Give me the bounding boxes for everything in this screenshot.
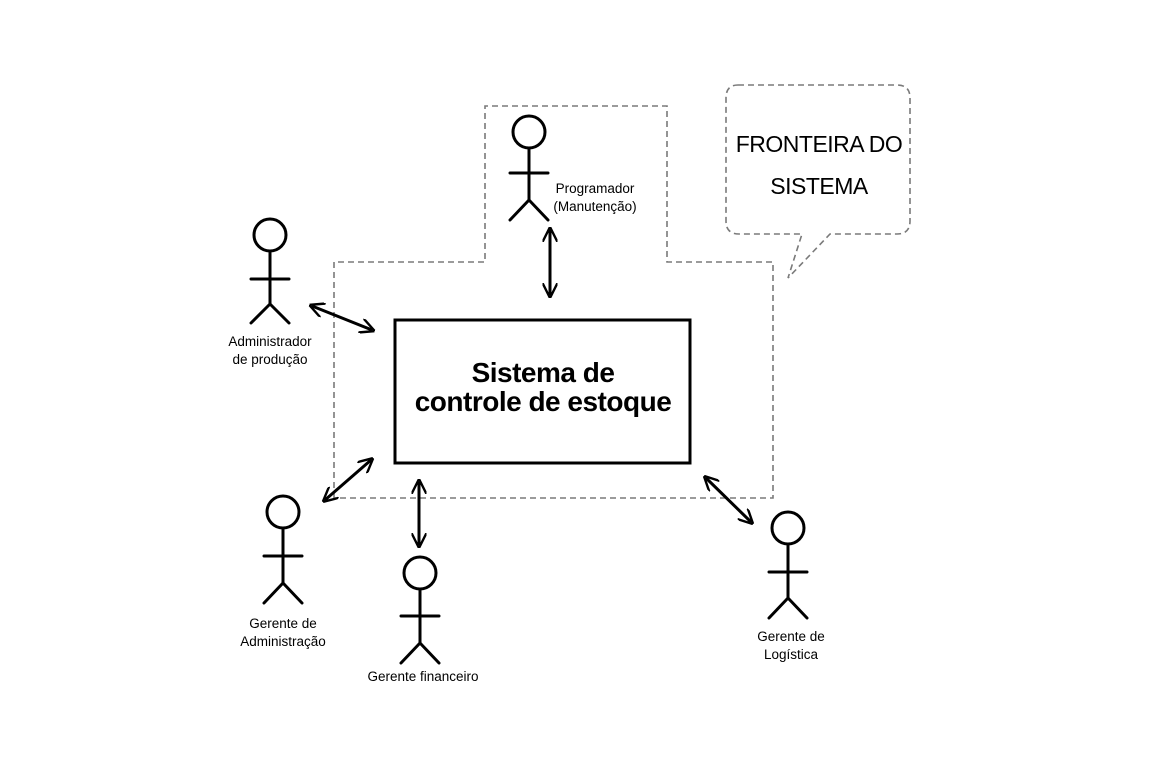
actor-gerente-administracao-figure (262, 494, 304, 605)
system-boundary (333, 105, 774, 499)
boundary-callout-text: FRONTEIRA DO SISTEMA (735, 131, 903, 199)
actor-gerente-financeiro-figure (399, 555, 441, 665)
actor-gerente-logistica-figure (767, 510, 809, 620)
actor-programador-figure (508, 114, 550, 222)
actor-label-gerente-financeiro: Gerente financeiro (367, 669, 479, 684)
actor-label-programador: Programador (Manutenção) (553, 181, 637, 214)
arrow-administrador-producao (312, 306, 372, 330)
system-box (393, 318, 692, 465)
actor-label-gerente-logistica: Gerente de Logística (757, 629, 825, 662)
actor-administrador-producao-figure (249, 217, 291, 325)
actor-label-gerente-administracao: Gerente de Administração (240, 616, 326, 649)
arrow-gerente-administracao (325, 460, 371, 500)
actor-label-administrador-producao: Administrador de produção (228, 334, 312, 367)
boundary-callout-bubble (725, 84, 911, 279)
arrow-gerente-logistica (706, 478, 751, 522)
system-label: Sistema de controle de estoque (414, 357, 672, 418)
